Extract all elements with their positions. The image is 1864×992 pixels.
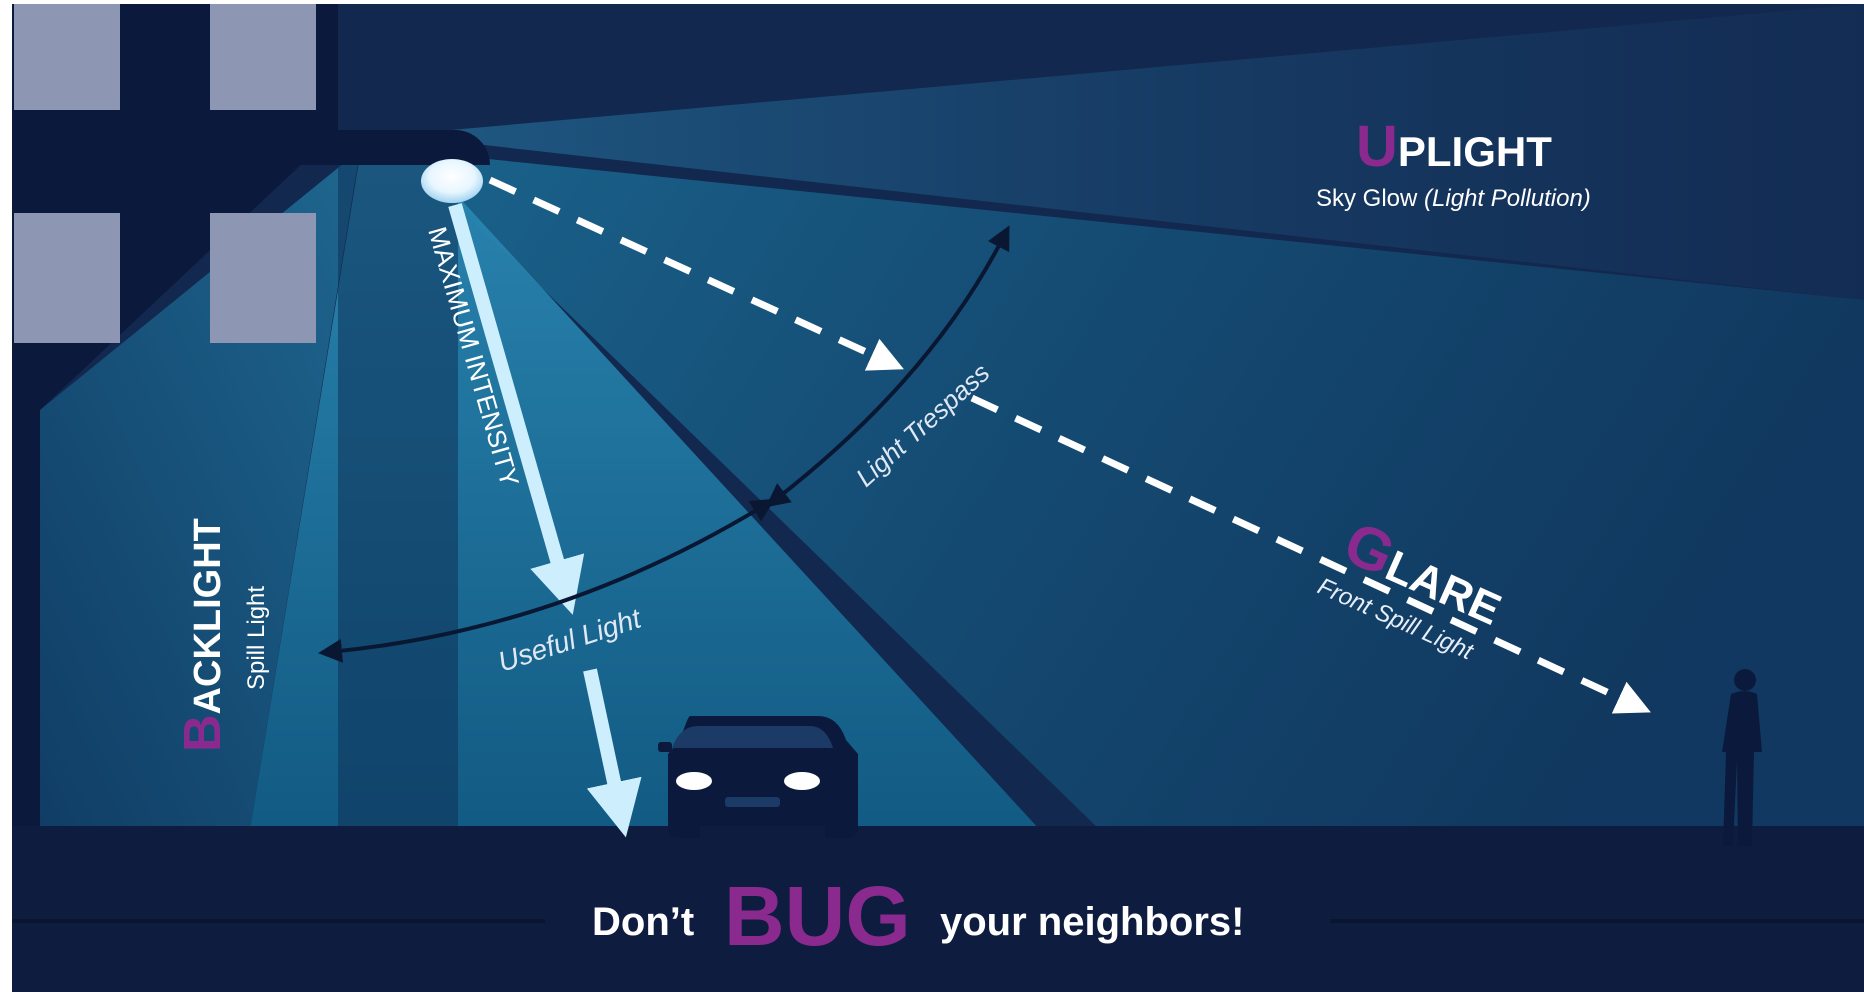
- slogan-after: your neighbors!: [940, 900, 1244, 944]
- road: [12, 826, 1864, 992]
- uplight-initial: U: [1356, 114, 1398, 179]
- building-window: [14, 213, 120, 343]
- building-window: [210, 213, 316, 343]
- backlight-subtitle: Spill Light: [243, 586, 270, 690]
- uplight-rest: PLIGHT: [1398, 128, 1552, 175]
- uplight-subtitle: Sky Glow (Light Pollution): [1316, 185, 1591, 212]
- slogan-before: Don’t: [592, 900, 694, 944]
- uplight-sub-plain: Sky Glow: [1316, 185, 1418, 212]
- backlight-initial: B: [174, 714, 232, 752]
- slogan-bug: BUG: [724, 869, 911, 963]
- car-icon: [658, 716, 858, 838]
- uplight-sub-italic: (Light Pollution): [1424, 185, 1591, 212]
- backlight-rest: ACKLIGHT: [187, 518, 229, 714]
- building-window: [14, 4, 120, 110]
- building-window: [210, 4, 316, 110]
